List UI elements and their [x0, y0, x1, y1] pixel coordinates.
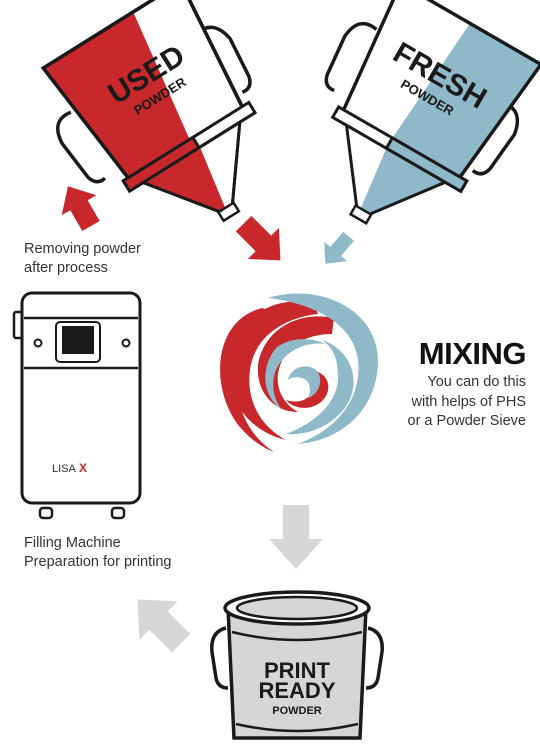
mixing-line-1: You can do this — [427, 374, 526, 390]
removing-note: Removing powder after process — [24, 240, 141, 278]
print-ready-can: PRINT READY POWDER — [210, 590, 384, 740]
fresh-to-mix-arrow-icon — [324, 231, 354, 264]
removing-note-line1: Removing powder — [24, 241, 141, 257]
filling-note-line2: Preparation for printing — [24, 554, 172, 570]
can-print-word: PRINT — [264, 658, 331, 683]
mix-to-ready-arrow-icon — [269, 505, 323, 569]
used-to-mix-arrow-icon — [235, 215, 281, 261]
mixing-title: MIXING — [418, 336, 527, 371]
can-powder-word: POWDER — [272, 705, 322, 717]
fresh-powder-bucket: FRESH POWDER — [324, 0, 540, 225]
used-powder-bucket: USED POWDER — [40, 0, 258, 223]
mixing-swirl-icon — [220, 293, 379, 452]
removing-note-line2: after process — [24, 260, 108, 276]
machine-brand: LISA — [52, 463, 77, 475]
filling-note-line1: Filling Machine — [24, 535, 121, 551]
mixing-line-3: or a Powder Sieve — [407, 413, 526, 429]
can-ready-word: READY — [258, 678, 335, 703]
lisa-x-machine: LISA X — [12, 291, 142, 520]
machine-brand-mark: X — [79, 461, 87, 475]
mixing-description: You can do this with helps of PHS or a P… — [408, 373, 526, 432]
mixing-line-2: with helps of PHS — [411, 393, 526, 410]
ready-to-machine-arrow-icon — [137, 599, 191, 653]
filling-note: Filling Machine Preparation for printing — [24, 534, 172, 572]
removing-arrow-icon — [61, 186, 100, 232]
